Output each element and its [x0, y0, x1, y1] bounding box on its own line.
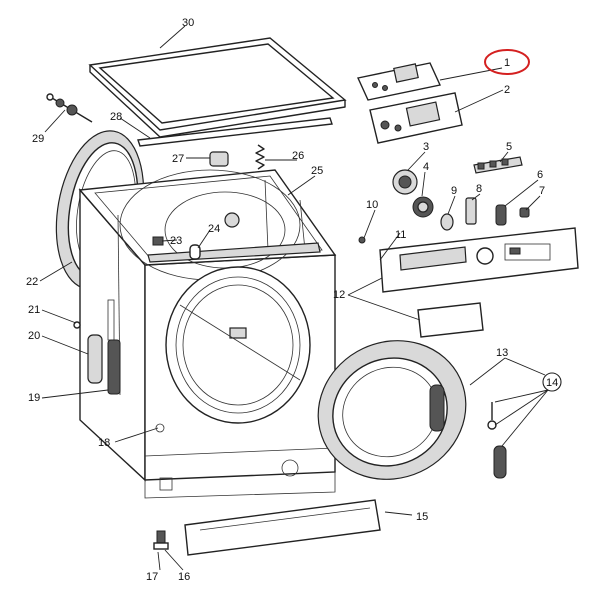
part-10	[358, 236, 366, 244]
part-plinth	[184, 499, 381, 556]
callout-24: 24	[208, 223, 220, 235]
callout-27: 27	[172, 153, 184, 165]
callout-19: 19	[28, 392, 40, 404]
part-8	[465, 197, 477, 225]
part-spring	[255, 144, 265, 170]
part-knob-9	[440, 213, 454, 231]
callout-4: 4	[423, 161, 429, 173]
part-control-panel	[379, 227, 579, 293]
part-hinge	[73, 321, 121, 395]
part-bracket-27	[209, 151, 229, 167]
part-top-cover	[88, 37, 347, 138]
callout-16: 16	[178, 571, 190, 583]
callout-13: 13	[496, 347, 508, 359]
callout-20: 20	[28, 330, 40, 342]
part-electronics-board	[357, 62, 441, 101]
highlight-circle	[484, 49, 530, 75]
part-6	[495, 204, 507, 226]
callout-3: 3	[423, 141, 429, 153]
leader-lines	[39, 25, 549, 571]
part-24	[189, 244, 201, 260]
callout-28: 28	[110, 111, 122, 123]
callout-10: 10	[366, 199, 378, 211]
part-door	[317, 340, 467, 480]
part-knob-4	[412, 196, 434, 218]
callout-8: 8	[476, 183, 482, 195]
part-latch	[487, 402, 507, 479]
callout-1: 1	[504, 57, 510, 69]
callout-2: 2	[504, 84, 510, 96]
part-clamp	[46, 93, 93, 123]
callout-26: 26	[292, 150, 304, 162]
callout-18: 18	[98, 437, 110, 449]
callout-15: 15	[416, 511, 428, 523]
part-control-module	[369, 92, 463, 144]
part-foot	[153, 530, 169, 550]
callout-17: 17	[146, 571, 158, 583]
callout-25: 25	[311, 165, 323, 177]
callout-7: 7	[539, 185, 545, 197]
part-cabinet	[78, 169, 337, 499]
callout-29: 29	[32, 133, 44, 145]
part-drawer	[417, 302, 484, 338]
callout-6: 6	[537, 169, 543, 181]
callout-9: 9	[451, 185, 457, 197]
part-knob-3	[392, 169, 418, 195]
callout-21: 21	[28, 304, 40, 316]
callout-14: 14	[546, 377, 558, 389]
callout-12: 12	[333, 289, 345, 301]
callout-11: 11	[395, 229, 406, 241]
callout-22: 22	[26, 276, 38, 288]
callout-5: 5	[506, 141, 512, 153]
callout-14-ring	[542, 372, 562, 392]
callout-23: 23	[170, 235, 182, 247]
part-7	[519, 207, 530, 218]
part-button-strip	[473, 156, 523, 174]
callout-30: 30	[182, 17, 194, 29]
part-23	[152, 236, 164, 246]
part-top-strip	[137, 117, 333, 147]
